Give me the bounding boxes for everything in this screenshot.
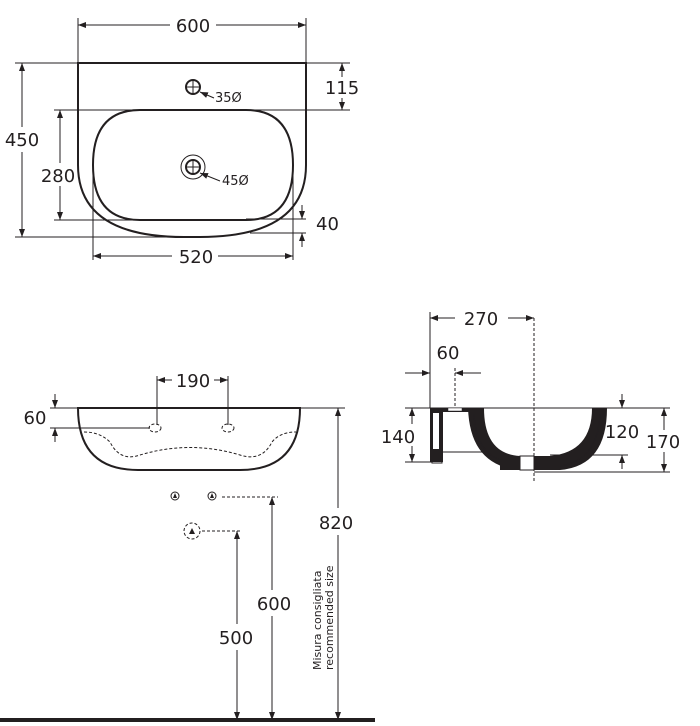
bowl-outline-top xyxy=(91,109,295,221)
total-height-label: 170 xyxy=(646,432,680,453)
supply-height-label: 600 xyxy=(257,594,291,615)
side-view: 270 60 140 120 170 xyxy=(381,309,680,482)
tap-hole-diameter-label: 35Ø xyxy=(215,91,242,106)
depth-to-drain-label: 270 xyxy=(464,309,498,330)
bowl-hidden-outline xyxy=(83,431,297,458)
basin-outline-front xyxy=(76,407,302,471)
tap-hole-offset-label: 115 xyxy=(325,78,359,99)
tap-hole-left xyxy=(148,423,162,433)
waste-outlet-icon xyxy=(183,522,201,540)
bowl-height-label: 120 xyxy=(605,422,639,443)
drain-diameter-label: 45Ø xyxy=(222,174,249,189)
width-overall-label: 600 xyxy=(176,16,210,37)
back-wall-section xyxy=(430,408,478,462)
tap-hole-right xyxy=(221,423,235,433)
waste-height-label: 500 xyxy=(219,628,253,649)
top-view: 35Ø 45Ø 600 450 115 280 40 520 xyxy=(5,16,359,268)
tap-hole-icon xyxy=(185,79,201,95)
wall-offset-label: 60 xyxy=(437,343,460,364)
recommended-size-note-it: Misura consigliata xyxy=(311,571,324,670)
bowl-depth-label: 280 xyxy=(41,166,75,187)
drain-icon xyxy=(180,154,206,180)
rim-height-label: 60 xyxy=(24,408,47,429)
basin-outline-top xyxy=(77,62,307,238)
install-height-label: 820 xyxy=(319,513,353,534)
depth-overall-label: 450 xyxy=(5,130,39,151)
recommended-size-note-en: recommended size xyxy=(323,565,336,670)
front-view: 190 60 820 600 500 Misura consigliata re… xyxy=(0,371,375,722)
rim-front-label: 40 xyxy=(316,214,339,235)
back-height-label: 140 xyxy=(381,427,415,448)
tap-spacing-label: 190 xyxy=(176,371,210,392)
bowl-section xyxy=(468,408,607,470)
bowl-width-label: 520 xyxy=(179,247,213,268)
supply-valve-icon xyxy=(170,491,217,501)
